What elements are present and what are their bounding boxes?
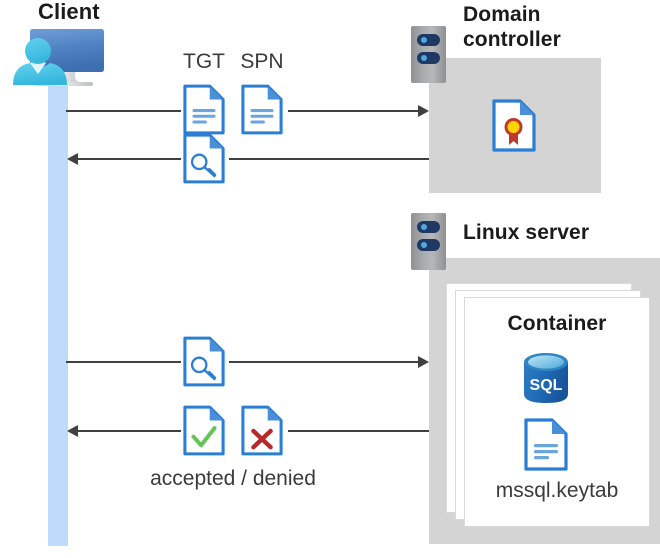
arrow-line-tgt-spn-right-segment: [288, 110, 418, 112]
spn-document-icon: [241, 84, 283, 135]
domain-controller-server-rack-icon: [411, 26, 446, 83]
arrow-head-accepted-denied: [67, 425, 78, 437]
arrow-line-ticket-response-right-segment: [229, 158, 429, 160]
arrow-head-ticket-response: [67, 153, 78, 165]
container-card-front: [464, 297, 650, 527]
arrow-head-tgt-spn: [418, 105, 429, 117]
denied-cross-document-icon: [241, 405, 283, 456]
accepted-check-document-icon: [183, 405, 225, 456]
accepted-denied-caption: accepted / denied: [150, 467, 316, 490]
certificate-document-icon: [492, 99, 536, 152]
arrow-line-accepted-denied-left-segment: [78, 430, 181, 432]
arrow-line-ticket-presented-left-segment: [66, 361, 181, 363]
client-lifeline: [48, 62, 68, 546]
svg-text:SQL: SQL: [530, 377, 563, 394]
tgt-label: TGT: [183, 50, 225, 73]
arrow-line-tgt-spn-left-segment: [66, 110, 181, 112]
linux-server-rack-icon: [411, 213, 446, 270]
container-label: Container: [507, 312, 607, 335]
keytab-file-label: mssql.keytab: [495, 479, 619, 502]
client-label: Client: [38, 0, 100, 24]
ticket-response-key-document-icon: [183, 133, 225, 184]
spn-label: SPN: [240, 50, 284, 73]
arrow-line-ticket-response-left-segment: [78, 158, 181, 160]
ticket-presented-key-document-icon: [183, 336, 225, 387]
tgt-document-icon: [183, 84, 225, 135]
arrow-line-ticket-presented-right-segment: [229, 361, 418, 363]
linux-server-label: Linux server: [463, 221, 590, 244]
keytab-document-icon: [524, 418, 568, 471]
domain-controller-label-line2: controller: [463, 28, 561, 51]
client-icon: [8, 22, 120, 90]
sql-database-icon: SQL: [521, 350, 571, 406]
arrow-head-ticket-presented: [418, 356, 429, 368]
arrow-line-accepted-denied-right-segment: [288, 430, 429, 432]
domain-controller-label-line1: Domain: [463, 3, 541, 26]
